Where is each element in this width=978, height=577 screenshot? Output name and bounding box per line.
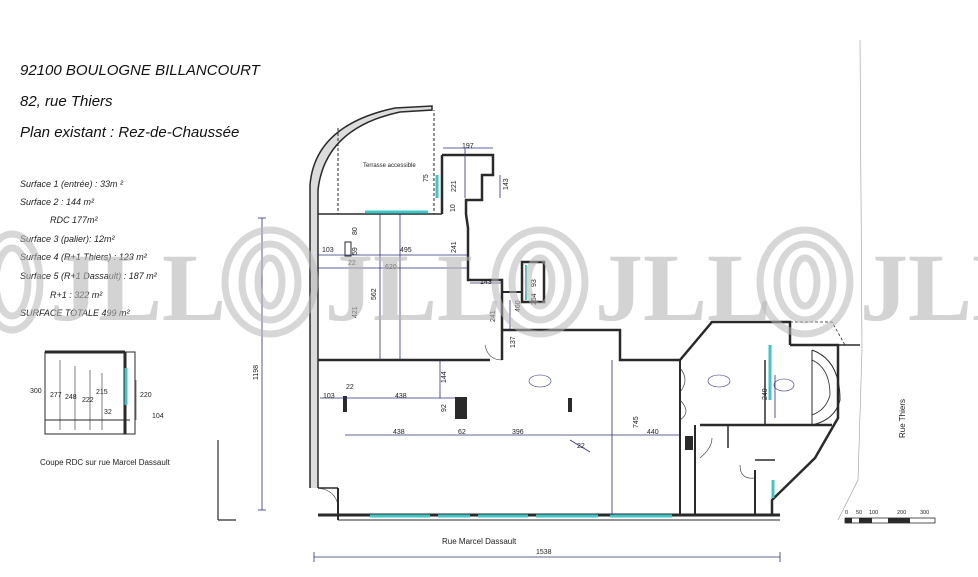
walls — [217, 39, 863, 521]
section-dim-248: 248 — [65, 394, 77, 401]
dim-438-top: 438 — [395, 393, 407, 400]
dim-143: 143 — [503, 178, 510, 190]
section-dim-32: 32 — [104, 409, 112, 416]
dim-92: 92 — [441, 404, 448, 412]
section-dim-104: 104 — [152, 413, 164, 420]
dim-1538: 1538 — [536, 549, 552, 556]
room-labels: Terrasse accessible Rue Marcel Dassault … — [363, 163, 907, 546]
dim-62: 62 — [458, 429, 466, 436]
dim-22-mid: 22 — [346, 384, 354, 391]
dim-1198: 1198 — [253, 365, 260, 380]
street-line: 82, rue Thiers — [20, 93, 113, 110]
section-dim-300: 300 — [30, 388, 42, 395]
room-tag-3 — [773, 378, 795, 392]
dim-421: 421 — [352, 306, 359, 318]
section-dim-277: 277 — [50, 392, 62, 399]
surface-4: Surface 4 (R+1 Thiers) : 123 m² — [20, 252, 147, 262]
section-dimensions: 300 277 248 222 215 32 220 104 — [30, 388, 164, 420]
surface-2: Surface 2 : 144 m² — [20, 197, 95, 207]
address-line: 92100 BOULOGNE BILLANCOURT — [20, 62, 260, 79]
dim-438-bottom: 438 — [393, 429, 405, 436]
section-drawing — [44, 350, 137, 435]
dim-745: 745 — [633, 416, 640, 428]
dim-562: 562 — [371, 288, 378, 300]
dim-22-bottom: 22 — [577, 443, 585, 450]
section-caption: Coupe RDC sur rue Marcel Dassault — [40, 458, 170, 467]
scale-300: 300 — [920, 510, 929, 516]
dim-620: 620 — [385, 264, 397, 271]
surface-r1-total: R+1 : 322 m² — [50, 290, 103, 300]
dim-396: 396 — [512, 429, 524, 436]
dim-144: 144 — [441, 371, 448, 383]
dim-59: 59 — [352, 247, 359, 255]
dim-460: 460 — [515, 300, 522, 312]
section-dim-222: 222 — [82, 397, 94, 404]
dim-254: 254 — [531, 293, 538, 305]
dim-221: 221 — [451, 180, 458, 192]
dim-93: 93 — [531, 279, 538, 287]
dim-197: 197 — [462, 143, 474, 150]
doors — [317, 344, 756, 506]
glazing — [365, 175, 775, 518]
scale-200: 200 — [897, 510, 906, 516]
dimension-lines — [258, 147, 781, 562]
surface-rdc-total: RDC 177m² — [50, 215, 98, 225]
section-dim-220: 220 — [140, 392, 152, 399]
dim-241-top: 241 — [451, 241, 458, 253]
dim-10: 10 — [450, 204, 457, 212]
terrace-label: Terrasse accessible — [363, 163, 416, 169]
surface-total: SURFACE TOTALE 499 m² — [20, 308, 130, 318]
dim-103-top: 103 — [322, 247, 334, 254]
dim-103-bottom: 103 — [323, 393, 335, 400]
scale-bar: 0 50 100 200 300 — [844, 510, 936, 524]
dimension-labels: 197 143 221 75 10 80 59 103 495 22 620 2… — [253, 143, 769, 556]
scale-100: 100 — [869, 510, 878, 516]
dim-22-top: 22 — [348, 260, 356, 267]
dim-137: 137 — [510, 336, 517, 348]
plan-title: Plan existant : Rez-de-Chaussée — [20, 124, 240, 141]
street-marcel-dassault: Rue Marcel Dassault — [442, 537, 517, 546]
dim-75: 75 — [423, 174, 430, 182]
scale-50: 50 — [856, 510, 862, 516]
dim-80: 80 — [352, 227, 359, 235]
room-tag-2 — [707, 374, 731, 388]
dim-240: 240 — [762, 388, 769, 400]
surface-3: Surface 3 (palier): 12m² — [20, 234, 115, 244]
surface-1: Surface 1 (entrée) : 33m ² — [20, 179, 124, 189]
room-tag-1 — [528, 374, 552, 388]
surface-5: Surface 5 (R+1 Dassault) : 187 m² — [20, 271, 157, 281]
scale-0: 0 — [845, 510, 848, 516]
dim-143-mid: 143 — [480, 279, 492, 286]
dim-440: 440 — [647, 429, 659, 436]
dim-495: 495 — [400, 247, 412, 254]
dim-241-mid: 241 — [490, 310, 497, 322]
section-dim-215: 215 — [96, 389, 108, 396]
street-thiers: Rue Thiers — [898, 399, 907, 438]
